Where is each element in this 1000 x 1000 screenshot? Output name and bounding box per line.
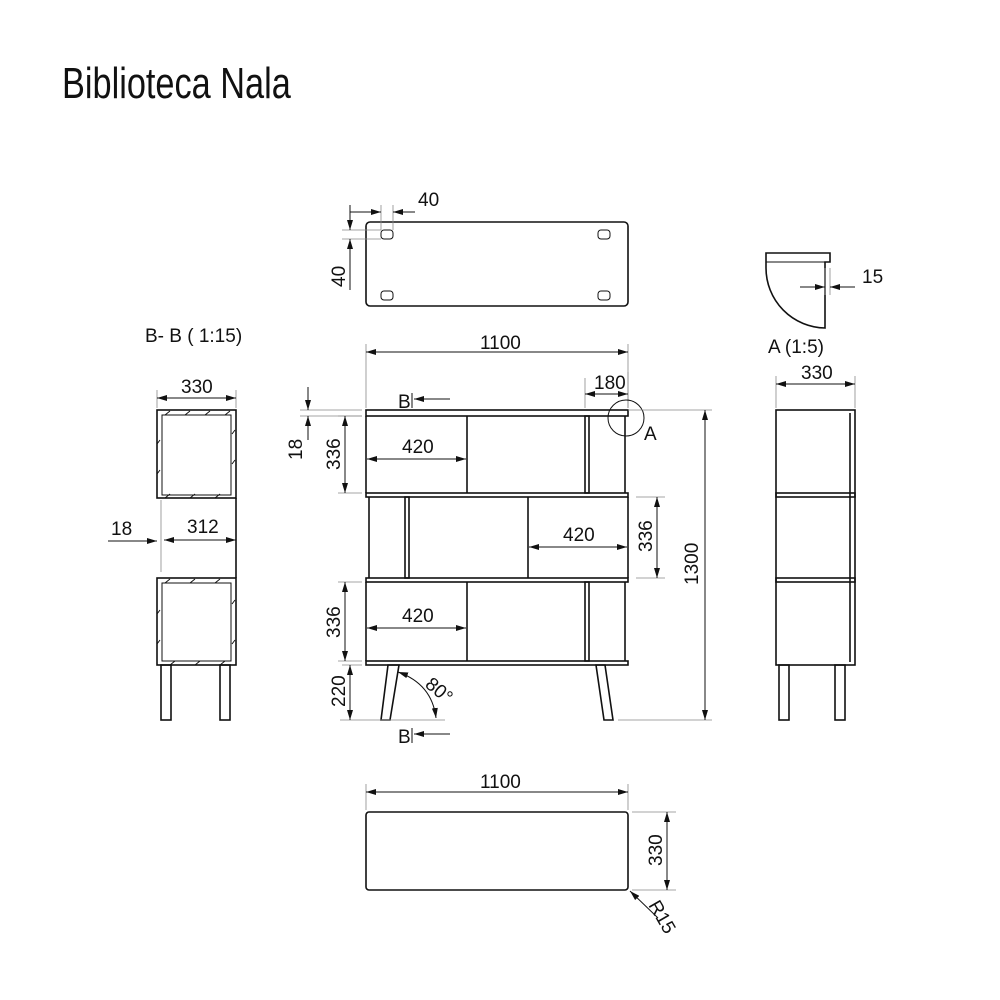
front-view: 1100 180 A 1300 B B 18 336 336 336 — [286, 333, 712, 748]
hatching — [156, 410, 236, 666]
dim-width: 1100 — [480, 333, 521, 354]
dim-compartment-middle: 420 — [563, 525, 595, 546]
bottom-view: 1100 330 R15 — [365, 772, 680, 938]
leg-left — [380, 664, 400, 721]
dim-bb-inner-depth: 312 — [187, 517, 219, 538]
dim-compartment-bottom: 420 — [402, 606, 434, 627]
dim-foot-depth: 40 — [329, 266, 350, 287]
dim-panel-thickness: 18 — [286, 439, 307, 460]
detail-marker-a: A — [644, 424, 657, 445]
dim-shelf-height-bottom: 336 — [324, 606, 345, 638]
dim-bb-thickness: 18 — [111, 519, 132, 540]
dim-foot-width: 40 — [418, 190, 439, 211]
foot-slot — [380, 290, 394, 301]
dim-leg-height: 220 — [329, 675, 350, 707]
dim-bottom-width: 1100 — [480, 772, 521, 793]
foot-slot — [597, 229, 611, 240]
top-view: 40 40 — [329, 190, 629, 307]
section-marker-top: B — [398, 392, 411, 413]
dim-shelf-height-top: 336 — [324, 438, 345, 470]
leg-right — [595, 664, 614, 721]
side-view: 330 — [775, 363, 856, 721]
dim-corner-radius: R15 — [644, 897, 680, 938]
dim-bottom-depth: 330 — [646, 834, 667, 866]
dim-compartment-top: 420 — [402, 437, 434, 458]
dim-offset: 180 — [594, 373, 626, 394]
section-marker-bottom: B — [398, 727, 411, 748]
dim-side-depth: 330 — [801, 363, 833, 384]
section-bb-label: B- B ( 1:15) — [145, 326, 242, 347]
drawing-title: Biblioteca Nala — [62, 59, 291, 108]
detail-a-label: A (1:5) — [768, 337, 824, 358]
dim-detail-thickness: 15 — [862, 267, 883, 288]
detail-circle — [607, 399, 645, 437]
top-outline — [365, 221, 629, 307]
foot-slot — [380, 229, 394, 240]
section-bb: B- B ( 1:15) 330 312 18 — [108, 326, 242, 721]
dim-shelf-height-middle: 336 — [636, 520, 657, 552]
foot-slot — [597, 290, 611, 301]
dim-leg-angle: 80° — [421, 674, 457, 709]
detail-a: 15 A (1:5) — [765, 252, 883, 358]
dim-height: 1300 — [682, 543, 703, 585]
dim-bb-depth: 330 — [181, 377, 213, 398]
